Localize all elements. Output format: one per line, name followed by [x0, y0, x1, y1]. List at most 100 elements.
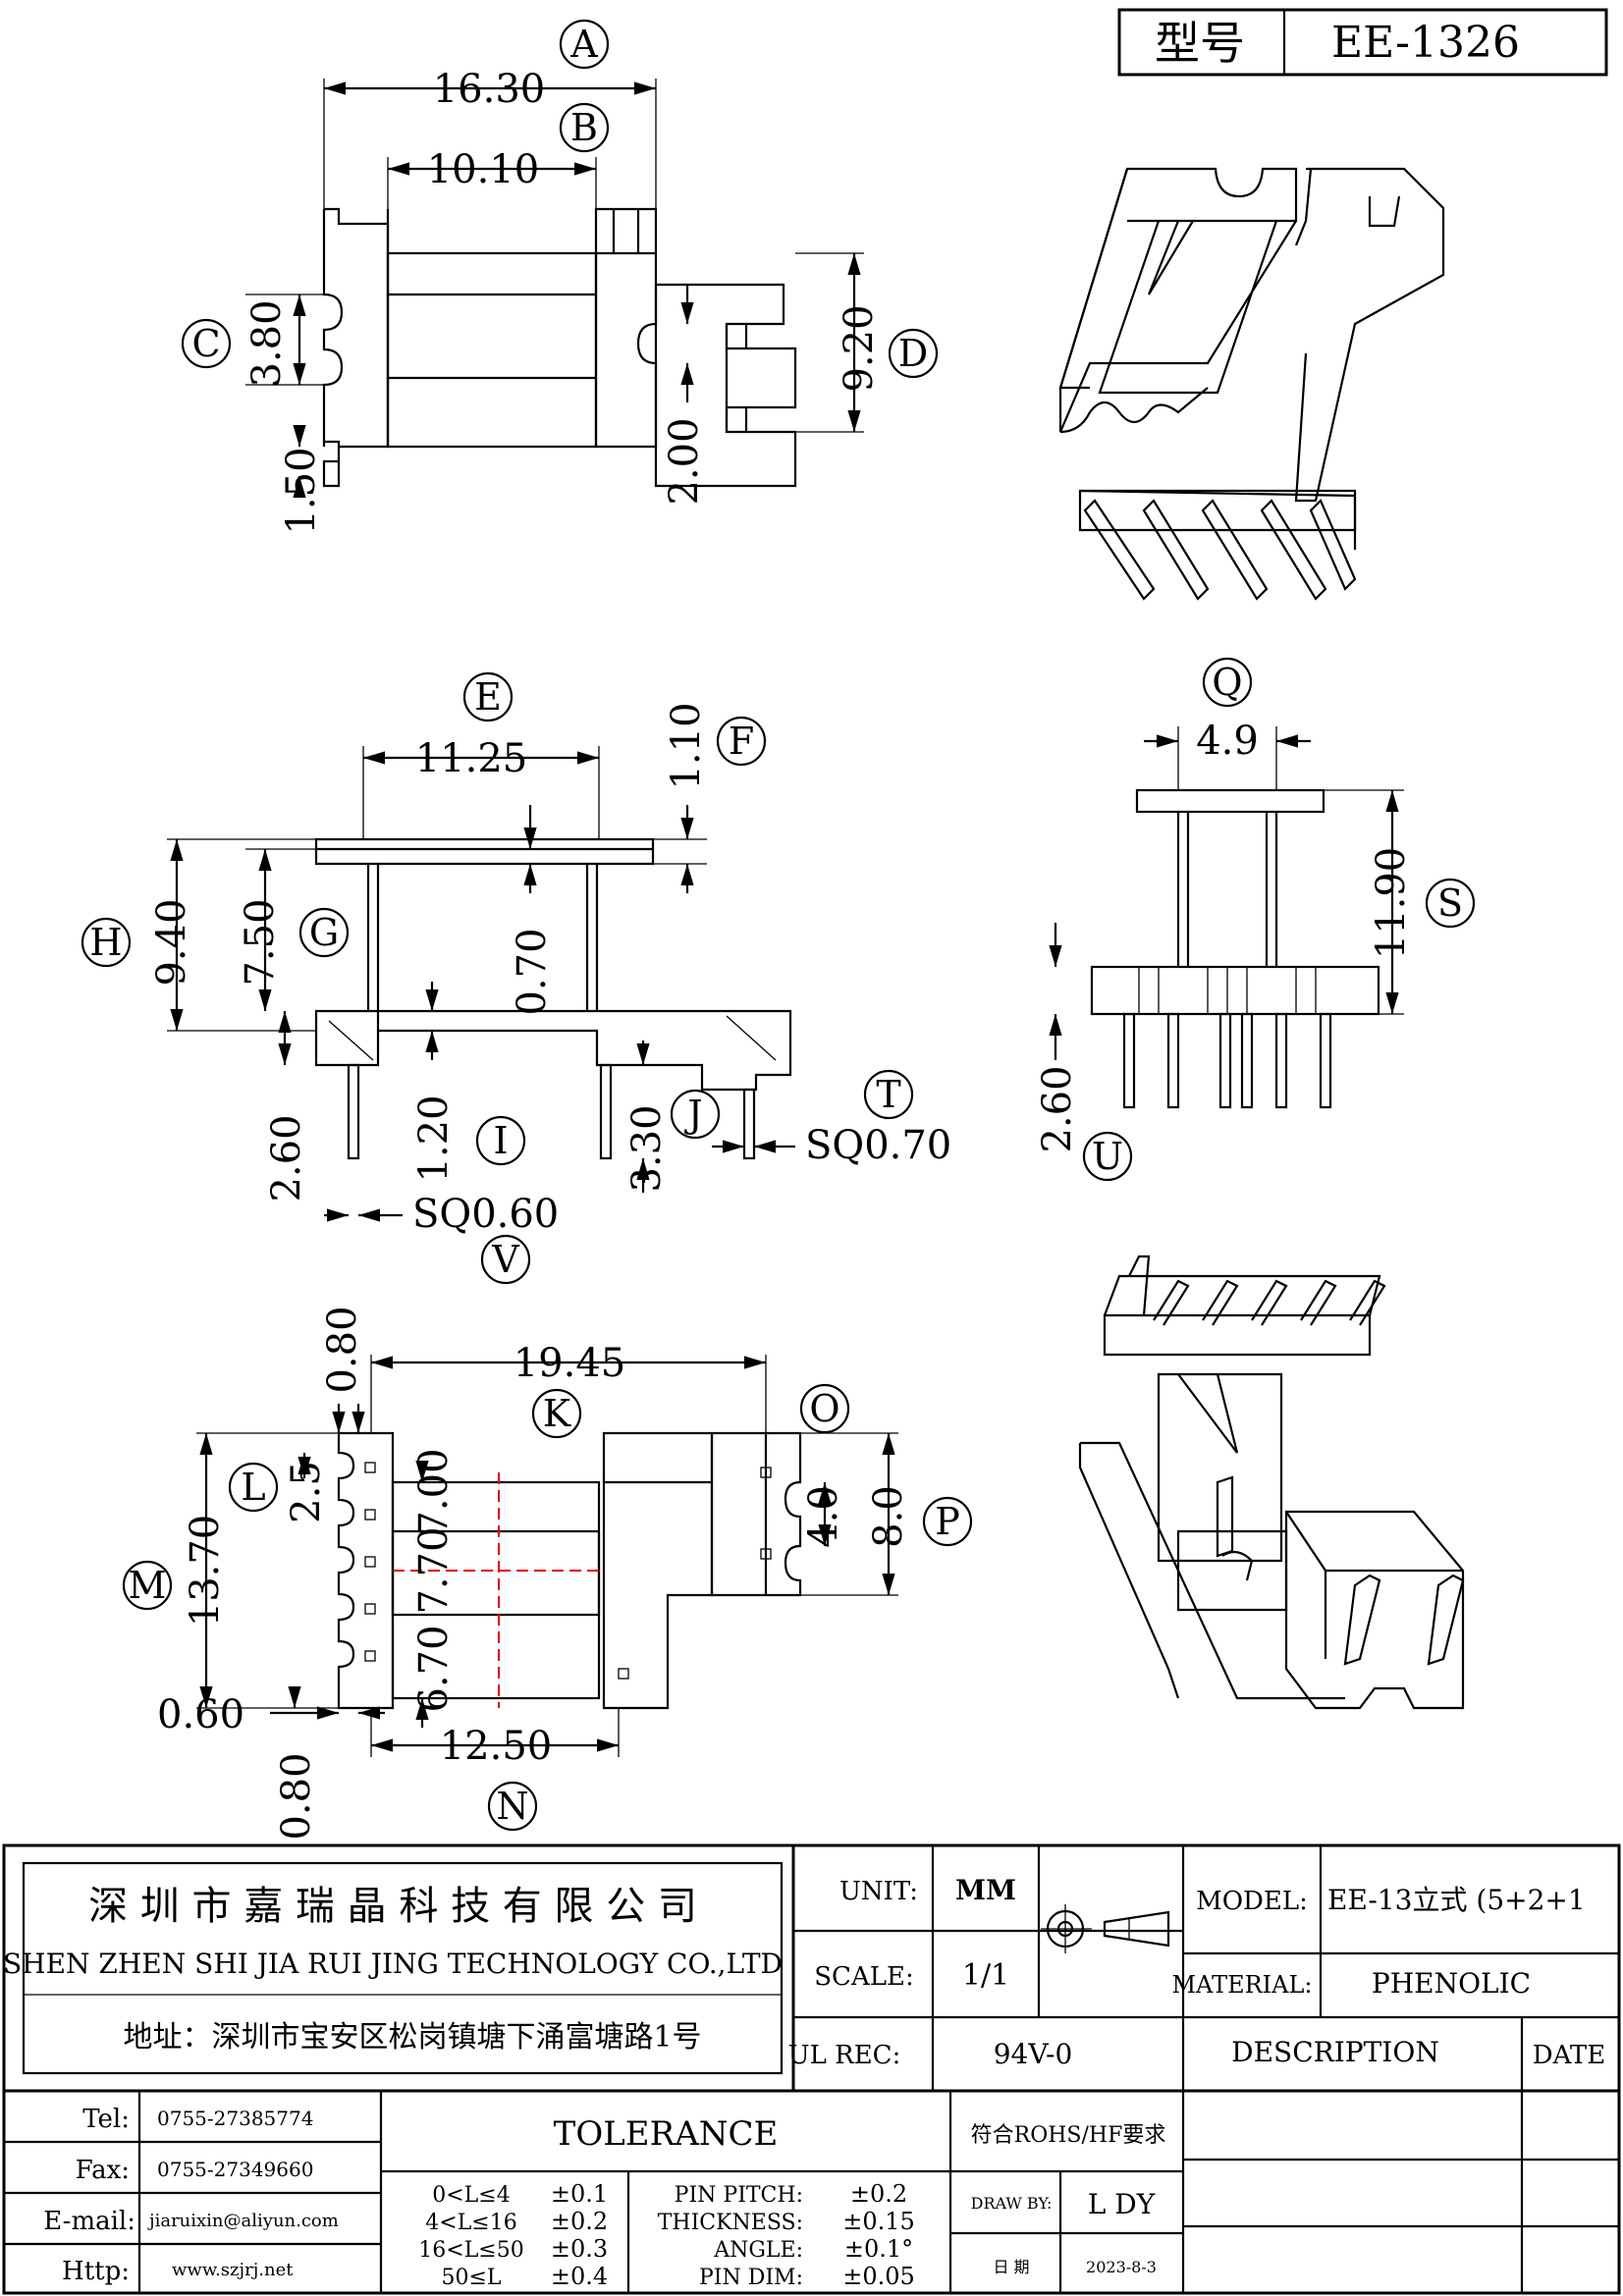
- dim-m: 13.70: [183, 1515, 228, 1628]
- dim-n2: 0.60: [157, 1692, 244, 1737]
- tolerance-label: TOLERANCE: [554, 2114, 779, 2154]
- svg-text:J: J: [683, 1093, 702, 1136]
- svg-text:D: D: [898, 332, 928, 375]
- tel-value: 0755-27385774: [157, 2107, 313, 2130]
- dim-g2: 0.70: [510, 928, 555, 1015]
- svg-text:P: P: [935, 1500, 960, 1543]
- svg-text:S: S: [1437, 881, 1463, 925]
- svg-text:E: E: [474, 675, 502, 719]
- callout-l: L: [228, 1462, 279, 1513]
- fax-value: 0755-27349660: [157, 2158, 313, 2181]
- date-label: DATE: [1533, 2041, 1606, 2070]
- model2-value: EE-13立式 (5+2+1: [1327, 1884, 1586, 1916]
- title-block: 深 圳 市 嘉 瑞 晶 科 技 有 限 公 司 SHEN ZHEN SHI JI…: [2, 1843, 1621, 2295]
- description-label: DESCRIPTION: [1231, 2036, 1439, 2068]
- material-label: MATERIAL:: [1171, 1971, 1312, 1999]
- svg-text:K: K: [543, 1392, 571, 1435]
- dim-c: 3.80: [244, 299, 290, 387]
- front-view: 11.25 1.10 7.50 9.40 0.70 2.60 1.20 3.30…: [81, 671, 951, 1285]
- pin-tolerance-label: ANGLE:: [713, 2238, 803, 2263]
- top-view: 16.30 10.10 3.80 1.50 9.20 2.00 A B C D: [181, 19, 939, 535]
- dim-k4: 6.70: [411, 1625, 457, 1712]
- callout-a: A: [559, 19, 610, 70]
- callout-t: T: [863, 1069, 914, 1120]
- callout-m: M: [122, 1560, 173, 1611]
- bottom-view: 19.45 0.80 2.5 13.70 7.00 7.70 6.70 8.0 …: [122, 1306, 973, 1841]
- dim-k3: 7.70: [411, 1526, 457, 1614]
- svg-text:U: U: [1092, 1135, 1123, 1178]
- projection-symbol: [1041, 1904, 1170, 1953]
- dim-e: 11.25: [415, 736, 528, 781]
- svg-text:O: O: [809, 1387, 839, 1430]
- svg-text:F: F: [729, 720, 754, 763]
- pin-tolerance-value: ±0.1°: [844, 2235, 913, 2263]
- company-en: SHEN ZHEN SHI JIA RUI JING TECHNOLOGY CO…: [3, 1948, 783, 1980]
- ul-value: 94V-0: [994, 2038, 1073, 2070]
- dim-k2: 7.00: [411, 1448, 457, 1535]
- callout-h: H: [81, 917, 132, 968]
- dim-h: 9.40: [149, 898, 194, 986]
- draw-by-value: L DY: [1088, 2188, 1156, 2220]
- svg-text:A: A: [569, 23, 598, 66]
- rohs-text: 符合ROHS/HF要求: [971, 2123, 1166, 2148]
- date-cn-label: 日 期: [993, 2258, 1029, 2276]
- model2-label: MODEL:: [1196, 1887, 1308, 1916]
- tolerance-range: 16<L≤50: [418, 2238, 523, 2263]
- fax-label: Fax:: [76, 2156, 130, 2185]
- pin-tolerance-value: ±0.2: [850, 2180, 907, 2208]
- svg-text:H: H: [89, 921, 122, 964]
- email-label: E-mail:: [43, 2207, 135, 2236]
- pin-tolerance-label: PIN DIM:: [699, 2266, 803, 2290]
- dim-n3: 0.80: [274, 1752, 319, 1840]
- svg-text:C: C: [191, 322, 220, 365]
- dim-j: 3.30: [624, 1104, 670, 1192]
- http-value: www.szjrj.net: [172, 2260, 294, 2280]
- dim-d2: 2.00: [662, 417, 707, 505]
- callout-k: K: [531, 1388, 582, 1439]
- svg-text:V: V: [491, 1238, 519, 1281]
- dim-g: 7.50: [238, 898, 283, 986]
- callout-u: U: [1082, 1131, 1133, 1182]
- svg-text:M: M: [129, 1564, 167, 1607]
- scale-label: SCALE:: [814, 1962, 914, 1992]
- isometric-view-1: [1058, 167, 1445, 601]
- model-box: 型号 EE-1326: [1117, 8, 1608, 77]
- pin-tolerance-value: ±0.15: [842, 2208, 915, 2235]
- callout-d: D: [888, 328, 939, 379]
- dim-l2: 0.80: [320, 1306, 365, 1393]
- pin-tolerance-label: PIN PITCH:: [675, 2183, 803, 2208]
- callout-g: G: [298, 907, 350, 958]
- company-address: 地址：深圳市宝安区松岗镇塘下涌富塘路1号: [123, 2020, 701, 2055]
- dim-l: 2.5: [284, 1461, 329, 1523]
- pin-tolerance-value: ±0.05: [842, 2263, 915, 2290]
- callout-b: B: [559, 102, 610, 153]
- unit-value: MM: [955, 1874, 1016, 1906]
- callout-c: C: [181, 318, 232, 369]
- dim-n: 12.50: [440, 1724, 553, 1769]
- side-view: 4.9 11.90 2.60 Q S U: [1035, 657, 1476, 1182]
- dim-c2: 1.50: [279, 447, 324, 534]
- dim-u: 2.60: [1035, 1065, 1080, 1152]
- dim-s: 11.90: [1369, 847, 1414, 960]
- callout-j: J: [670, 1089, 721, 1140]
- company-cn: 深 圳 市 嘉 瑞 晶 科 技 有 限 公 司: [88, 1884, 697, 1929]
- callout-f: F: [716, 716, 767, 767]
- tolerance-value: ±0.4: [551, 2263, 608, 2290]
- draw-by-label: DRAW BY:: [971, 2194, 1053, 2213]
- dim-o: 4.0: [801, 1485, 846, 1548]
- callout-o: O: [799, 1383, 850, 1434]
- tolerance-range: 4<L≤16: [425, 2211, 516, 2235]
- model-label: 型号: [1155, 17, 1245, 70]
- tolerance-value: ±0.1: [551, 2180, 608, 2208]
- http-label: Http:: [62, 2257, 130, 2286]
- callout-n: N: [487, 1781, 538, 1832]
- callout-i: I: [475, 1115, 526, 1166]
- model-value: EE-1326: [1331, 18, 1520, 68]
- tolerance-range: 0<L≤4: [432, 2183, 510, 2208]
- scale-value: 1/1: [962, 1958, 1009, 1993]
- dim-q: 4.9: [1196, 719, 1259, 764]
- dim-f: 1.10: [664, 702, 709, 789]
- dim-k: 19.45: [514, 1341, 626, 1386]
